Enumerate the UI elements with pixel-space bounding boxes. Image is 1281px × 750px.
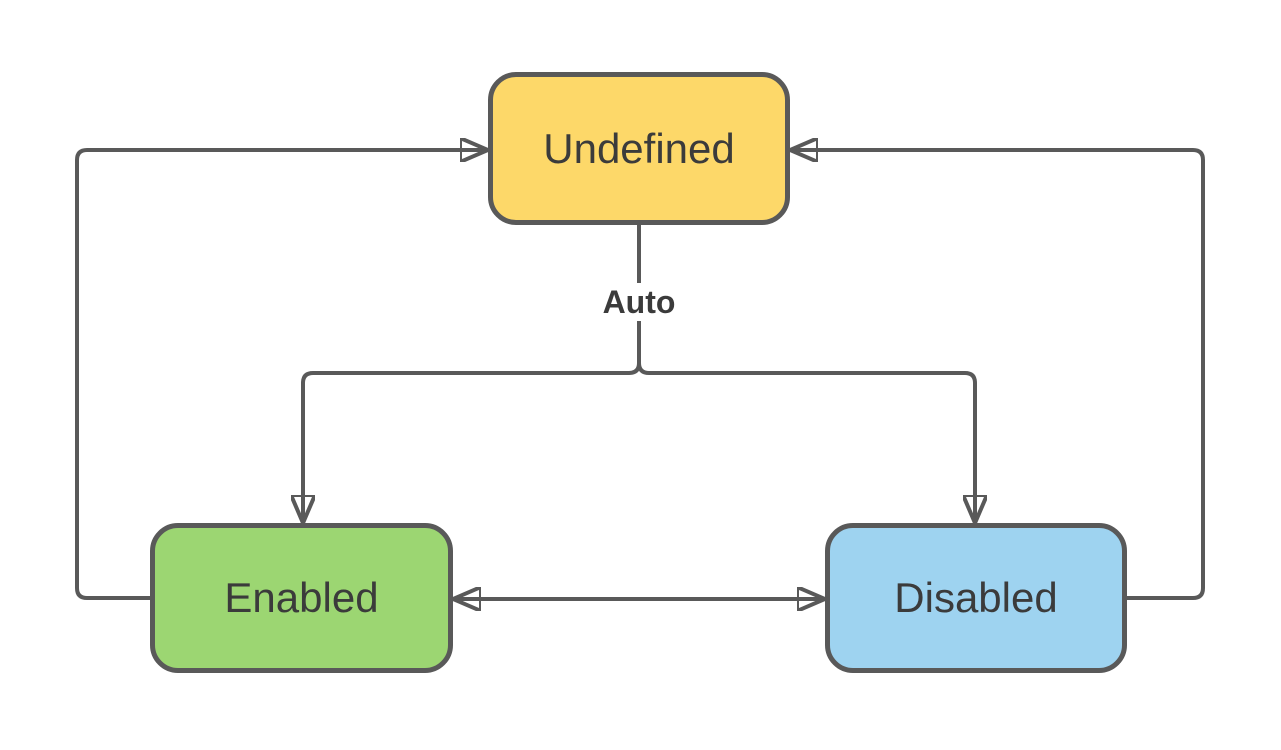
edge-undefined-to-enabled-auto[interactable]	[303, 225, 641, 523]
node-disabled-label: Disabled	[894, 574, 1058, 621]
node-undefined-label: Undefined	[543, 124, 735, 172]
node-enabled-label: Enabled	[224, 574, 379, 621]
edge-undefined-to-disabled-auto[interactable]	[637, 225, 975, 523]
edge-disabled-to-undefined[interactable]	[790, 150, 1205, 600]
node-enabled[interactable]: Enabled	[150, 523, 453, 673]
edge-label-auto[interactable]: Auto	[595, 283, 683, 321]
edge-enabled-to-undefined[interactable]	[75, 150, 488, 600]
node-undefined[interactable]: Undefined	[488, 72, 790, 225]
node-disabled[interactable]: Disabled	[825, 523, 1127, 673]
